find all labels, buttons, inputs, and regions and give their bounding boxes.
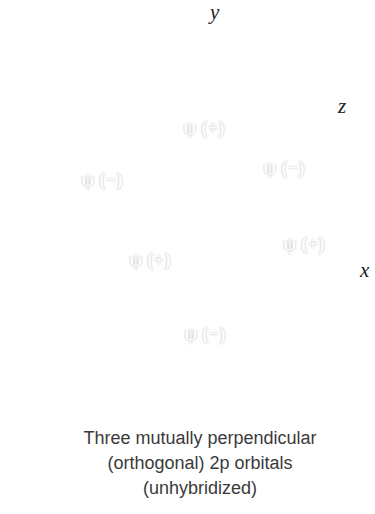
- lobe-outline: [144, 261, 266, 383]
- orbital-lobe: ψ (+): [134, 40, 266, 172]
- wave-sign-label: ψ (−): [81, 169, 122, 191]
- wave-sign-label: ψ (−): [184, 323, 225, 345]
- orbital-lobe: ψ (−): [44, 118, 172, 246]
- lobe-outline: [135, 41, 265, 171]
- orbital-lobe: ψ (+): [86, 200, 214, 328]
- lobe-sphere: [134, 40, 266, 172]
- wave-sign-label: ψ (+): [283, 233, 324, 255]
- axis-label: x: [360, 258, 369, 283]
- wave-sign-label: ψ (−): [263, 157, 304, 179]
- orbital-lobe: ψ (−): [210, 110, 326, 226]
- orbital-lobe: ψ (+): [232, 190, 352, 310]
- axis-label: y: [210, 0, 219, 25]
- orbital-lobe: ψ (−): [143, 260, 267, 384]
- lobe-sphere: [143, 260, 267, 384]
- figure-caption: Three mutually perpendicular (orthogonal…: [65, 426, 335, 501]
- lobe-outline: [211, 111, 325, 225]
- wave-sign-label: ψ (+): [129, 249, 170, 271]
- lobe-outline: [233, 191, 351, 309]
- lobe-outline: [87, 201, 213, 327]
- axis-label: z: [338, 94, 346, 119]
- lobe-outline: [45, 119, 171, 245]
- wave-sign-label: ψ (+): [183, 117, 224, 139]
